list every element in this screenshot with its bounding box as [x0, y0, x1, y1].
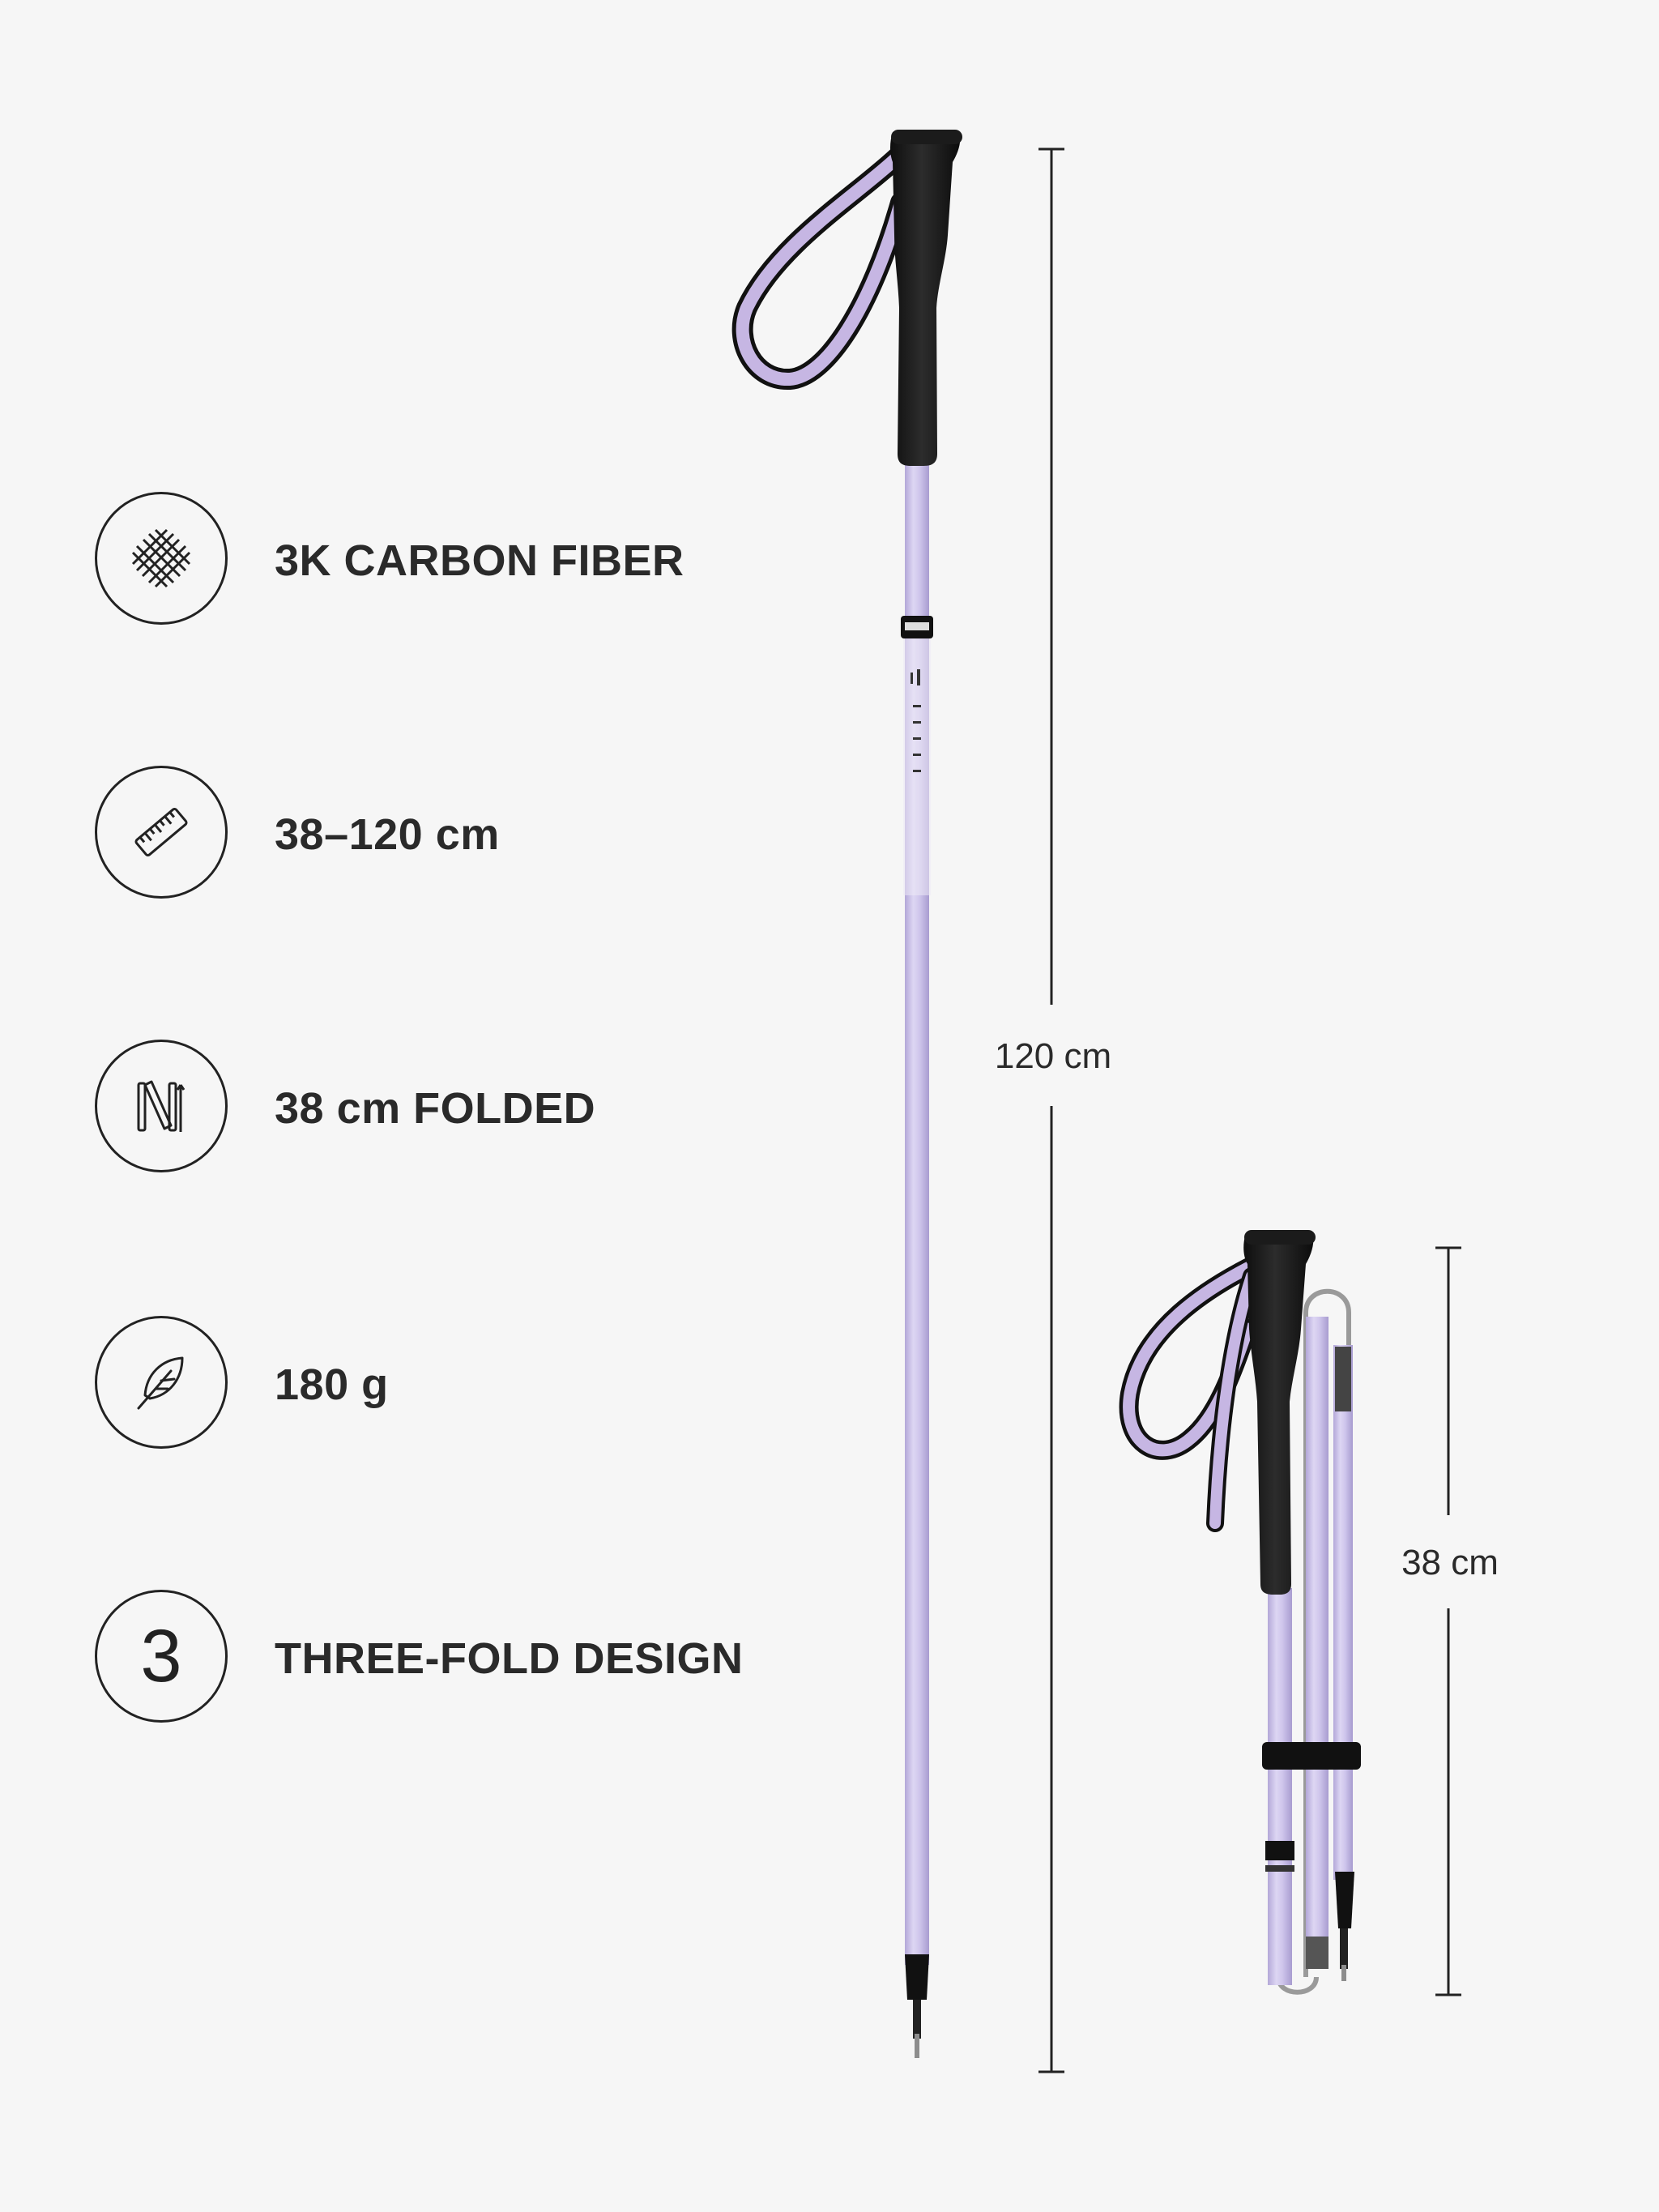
feature-folded-length: 38 cm FOLDED	[95, 1040, 824, 1177]
numeral-three-icon: 3	[95, 1590, 228, 1723]
pole-tip	[905, 1954, 929, 2000]
feature-three-fold: 3 THREE-FOLD DESIGN	[95, 1590, 824, 1727]
fold-band	[1262, 1742, 1361, 1770]
extended-pole	[731, 130, 962, 2058]
feature-label: 3K CARBON FIBER	[275, 536, 684, 585]
feature-label: 38 cm FOLDED	[275, 1084, 596, 1133]
pole-grip	[890, 132, 961, 466]
feature-weight: 180 g	[95, 1316, 824, 1454]
folded-pole-grip	[1243, 1233, 1314, 1595]
extended-dimension-line	[1038, 147, 1064, 2073]
folded-dimension-line	[1435, 1246, 1461, 1996]
feature-carbon-fiber: 3K CARBON FIBER	[95, 492, 824, 630]
feature-length-range: 38–120 cm	[95, 766, 824, 903]
carbon-weave-icon	[95, 492, 228, 625]
ruler-icon	[95, 766, 228, 899]
folded-pole-icon	[95, 1040, 228, 1172]
folded-pole	[1119, 1230, 1361, 1995]
feature-label: THREE-FOLD DESIGN	[275, 1634, 744, 1683]
feather-icon	[95, 1316, 228, 1449]
feature-label: 180 g	[275, 1360, 389, 1409]
extended-length-label: 120 cm	[994, 1036, 1112, 1076]
feature-label: 38–120 cm	[275, 810, 500, 859]
numeral-three: 3	[140, 1615, 182, 1697]
folded-length-label: 38 cm	[1401, 1543, 1499, 1582]
